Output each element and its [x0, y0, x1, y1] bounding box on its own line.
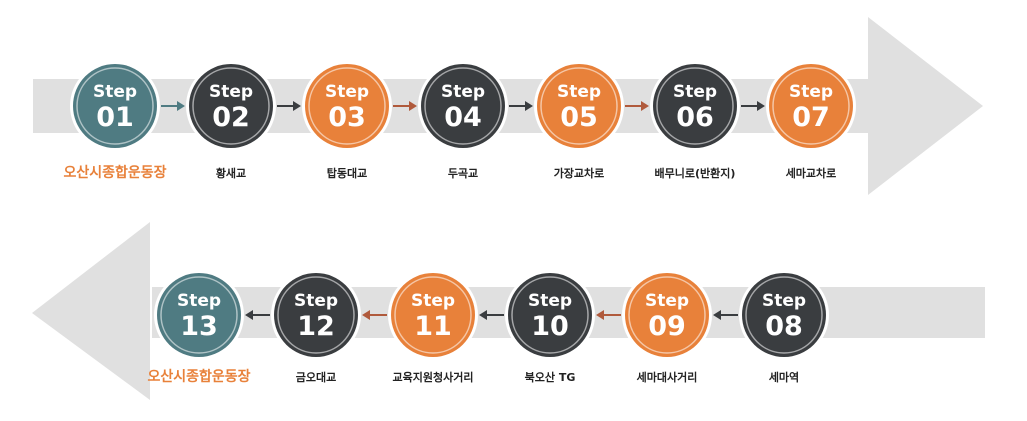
connector-arrow: [393, 101, 417, 111]
step-word: Step: [441, 82, 485, 102]
step-label-05: 가장교차로: [554, 166, 605, 180]
step-number: 05: [560, 102, 598, 133]
step-circle: [391, 273, 475, 357]
route-arrowhead-left: [32, 222, 150, 400]
step-circle: [421, 64, 505, 148]
step-circle: [157, 273, 241, 357]
step-word: Step: [673, 82, 717, 102]
step-number: 01: [96, 102, 134, 133]
step-label-02: 황새교: [216, 166, 246, 180]
step-inner-ring: [160, 276, 238, 354]
step-number: 09: [648, 311, 686, 342]
step-circle: [625, 273, 709, 357]
step-circle: [274, 273, 358, 357]
step-label-06: 배무니로(반환지): [655, 166, 736, 180]
step-inner-ring: [511, 276, 589, 354]
step-inner-ring: [628, 276, 706, 354]
step-inner-ring: [656, 67, 734, 145]
step-inner-ring: [308, 67, 386, 145]
step-circle: [508, 273, 592, 357]
connector-arrow: [245, 310, 270, 320]
step-word: Step: [557, 82, 601, 102]
step-label-07: 세마교차로: [786, 166, 837, 180]
step-inner-ring: [745, 276, 823, 354]
step-inner-ring: [772, 67, 850, 145]
step-word: Step: [209, 82, 253, 102]
connector-arrow: [625, 101, 649, 111]
step-nodes: Step01Step02Step03Step04Step05Step06Step…: [70, 61, 856, 360]
connector-arrow: [161, 101, 185, 111]
step-label-09: 세마대사거리: [637, 370, 698, 384]
step-circle: [769, 64, 853, 148]
step-circle: [742, 273, 826, 357]
step-number: 12: [297, 311, 335, 342]
step-connectors: [161, 101, 765, 320]
step-number: 11: [414, 311, 452, 342]
step-circle: [653, 64, 737, 148]
step-circle: [189, 64, 273, 148]
step-label-13: 오산시종합운동장: [147, 368, 250, 385]
step-word: Step: [93, 82, 137, 102]
step-number: 13: [180, 311, 218, 342]
step-number: 04: [444, 102, 482, 133]
step-number: 06: [676, 102, 714, 133]
step-label-12: 금오대교: [296, 370, 336, 384]
connector-arrow: [741, 101, 765, 111]
step-word: Step: [645, 291, 689, 311]
step-number: 10: [531, 311, 569, 342]
step-word: Step: [528, 291, 572, 311]
step-word: Step: [177, 291, 221, 311]
step-inner-ring: [540, 67, 618, 145]
step-word: Step: [411, 291, 455, 311]
step-label-11: 교육지원청사거리: [393, 370, 474, 384]
step-word: Step: [762, 291, 806, 311]
connector-arrow: [479, 310, 504, 320]
step-circle: [537, 64, 621, 148]
step-number: 07: [792, 102, 830, 133]
step-word: Step: [294, 291, 338, 311]
step-inner-ring: [424, 67, 502, 145]
step-word: Step: [789, 82, 833, 102]
step-word: Step: [325, 82, 369, 102]
step-circle: [305, 64, 389, 148]
connector-arrow: [596, 310, 621, 320]
step-circle: [73, 64, 157, 148]
step-label-10: 북오산 TG: [525, 370, 576, 384]
step-number: 08: [765, 311, 803, 342]
connector-arrow: [277, 101, 301, 111]
step-label-01: 오산시종합운동장: [63, 164, 166, 181]
step-inner-ring: [394, 276, 472, 354]
step-label-03: 탑동대교: [327, 166, 367, 180]
connector-arrow: [509, 101, 533, 111]
connector-arrow: [713, 310, 738, 320]
step-number: 03: [328, 102, 366, 133]
step-labels: 오산시종합운동장 황새교 탑동대교 두곡교 가장교차로 배무니로(반환지) 세마교차로세마역…: [63, 164, 836, 385]
route-arrowhead-right: [868, 17, 983, 195]
step-label-04: 두곡교: [448, 167, 478, 180]
step-inner-ring: [76, 67, 154, 145]
connector-arrow: [362, 310, 387, 320]
step-inner-ring: [277, 276, 355, 354]
step-number: 02: [212, 102, 250, 133]
step-inner-ring: [192, 67, 270, 145]
step-label-08: 세마역: [769, 370, 799, 384]
